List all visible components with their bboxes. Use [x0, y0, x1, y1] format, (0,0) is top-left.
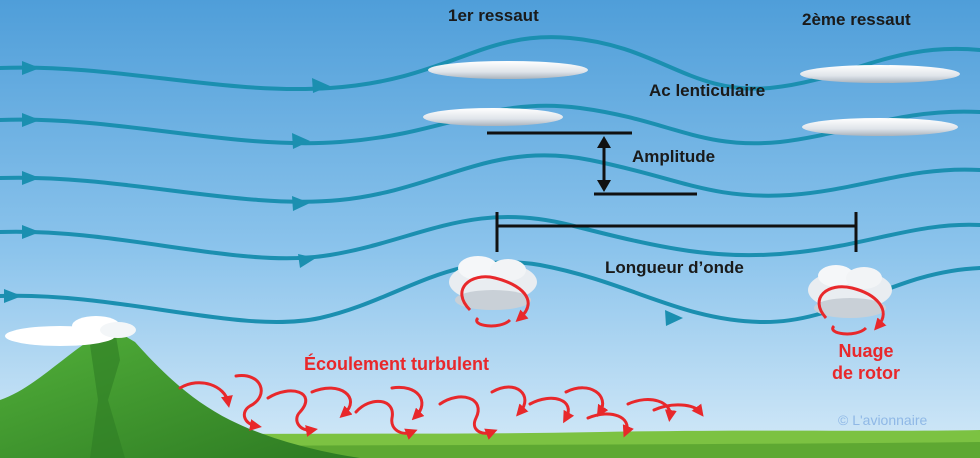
cloud-icon: [428, 61, 588, 79]
wavelength-label: Longueur d’onde: [605, 258, 744, 277]
streamline-3: [0, 153, 980, 204]
lenticular-clouds: [423, 61, 960, 136]
first-jump-label: 1er ressaut: [448, 6, 539, 25]
turbulent-flow-label: Écoulement turbulent: [304, 354, 490, 374]
streamline-4: [0, 214, 980, 261]
rotor-cloud-label-line-1: Nuage: [838, 341, 894, 361]
arrowhead-icon: [4, 289, 22, 303]
curved-arrow-icon: [626, 398, 677, 422]
arrowhead-icon: [292, 196, 310, 211]
curved-arrow-icon: [586, 412, 634, 438]
streamline-arrows: [4, 61, 683, 326]
wavelength-measure: [495, 212, 858, 252]
curved-arrow-icon: [310, 386, 353, 418]
mountain: [0, 330, 360, 458]
curved-arrow-icon: [490, 385, 529, 417]
arrowhead-icon: [292, 133, 310, 149]
arrowhead-icon: [597, 136, 611, 148]
rotor-cloud-label-line-2: de rotor: [831, 363, 900, 383]
arrowhead-icon: [22, 171, 40, 185]
rotor-cloud-1: [449, 256, 537, 328]
curved-arrow-icon: [438, 395, 498, 440]
lenticular-label: Ac lenticulaire: [649, 81, 766, 100]
rotor-cloud-2: [808, 265, 892, 336]
curved-arrow-icon: [266, 389, 318, 437]
curved-arrow-icon: [564, 386, 609, 418]
second-jump-label: 2ème ressaut: [802, 10, 911, 29]
curved-arrow-icon: [178, 381, 233, 408]
arrowhead-icon: [597, 180, 611, 192]
cloud-icon: [423, 108, 563, 126]
cloud-icon: [800, 65, 960, 83]
summit-cloud: [5, 316, 136, 346]
mountain-ridge: [90, 330, 125, 458]
rotor-cloud-label: Nuage de rotor: [816, 340, 916, 384]
curved-arrow-icon: [390, 385, 425, 421]
amplitude-arrows: [597, 136, 611, 192]
turbulent-flow-arrows: [178, 374, 704, 440]
amplitude-label: Amplitude: [632, 147, 716, 166]
arrowhead-icon: [665, 310, 683, 326]
arrowhead-icon: [22, 113, 40, 127]
cloud-icon: [802, 118, 958, 136]
credit-label: © L'avionnaire: [838, 412, 928, 428]
curved-arrow-icon: [354, 399, 418, 440]
arrowhead-icon: [312, 78, 330, 93]
curved-arrow-icon: [528, 396, 575, 424]
curved-arrow-icon: [234, 374, 263, 431]
arrowhead-icon: [298, 254, 316, 268]
curved-arrow-icon: [652, 403, 704, 417]
arrowhead-icon: [22, 61, 40, 75]
arrowhead-icon: [22, 225, 40, 239]
